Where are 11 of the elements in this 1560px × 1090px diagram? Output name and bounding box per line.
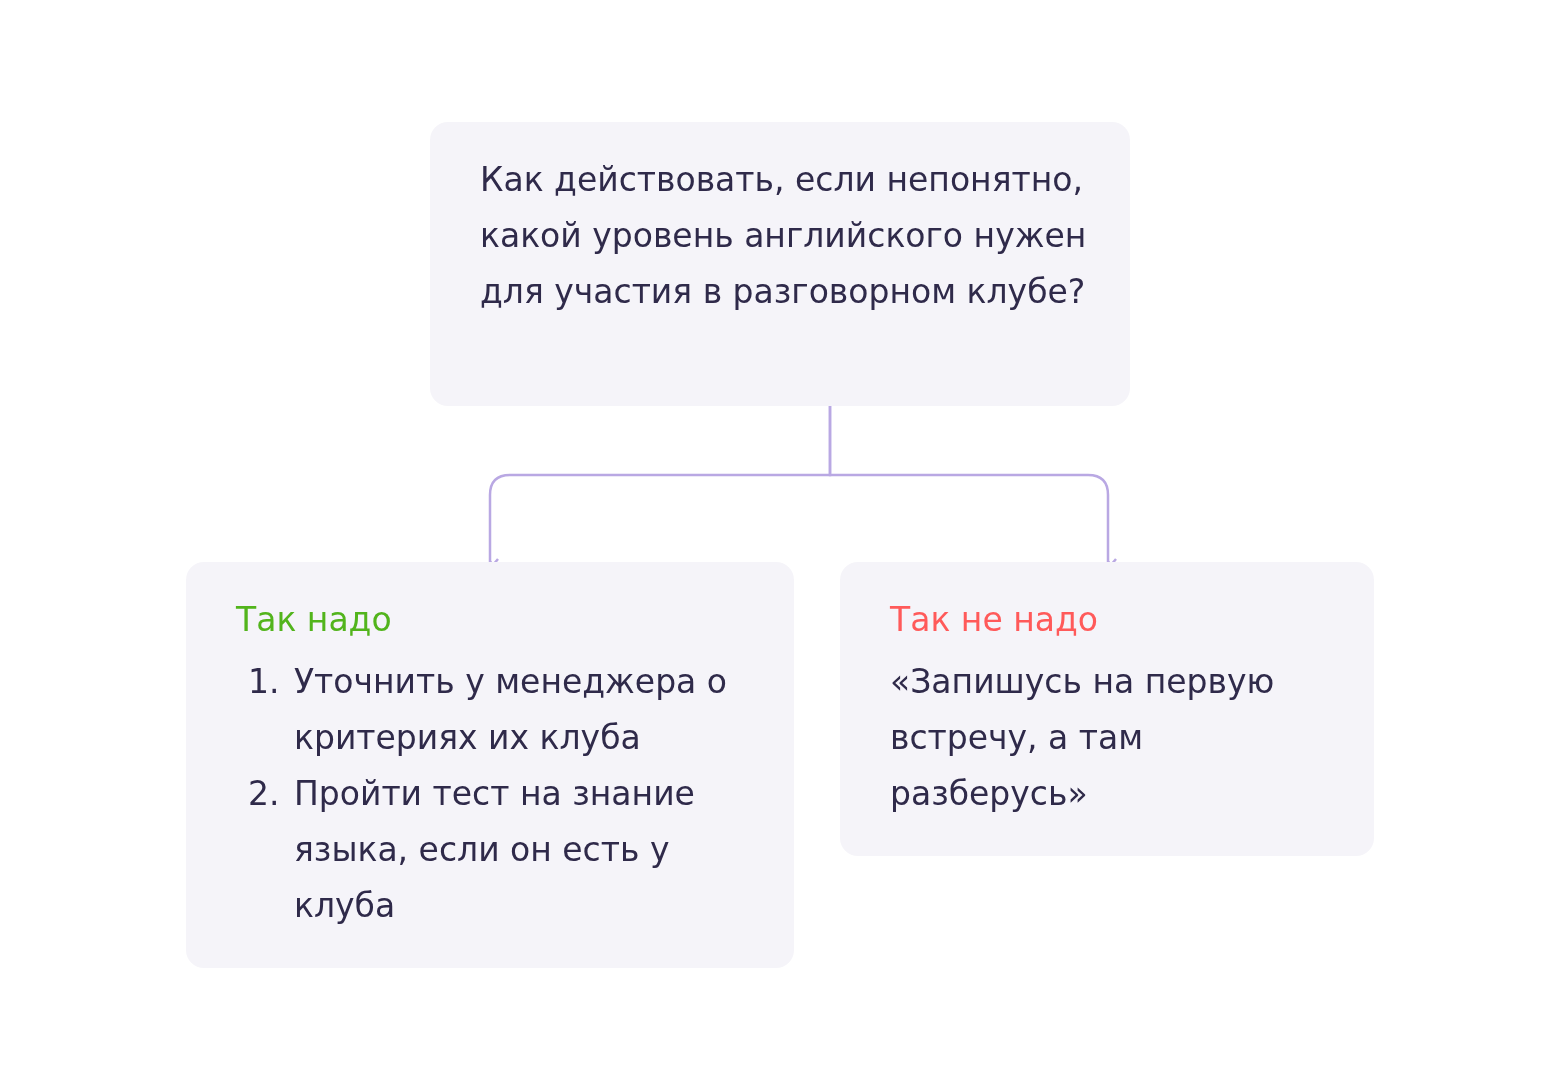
question-box: [430, 122, 1130, 406]
list-number: 2.: [248, 773, 281, 815]
list-number: 1.: [248, 661, 281, 703]
card-heading: Так надо: [236, 599, 393, 641]
list-item-text: Уточнить у менеджера о критериях их клуба: [294, 661, 728, 759]
card-heading: Так не надо: [890, 599, 1099, 641]
answer-card: [840, 562, 1374, 856]
question-text: Как действовать, если непонятно, какой уровень английского нужен для участия в разговорном клубе?: [480, 159, 1088, 313]
quote-text: «Запишусь на первую встречу, а там разберусь»: [890, 661, 1276, 815]
answer-card: [186, 562, 794, 968]
list-item-text: Пройти тест на знание языка, если он есть у клуба: [294, 773, 696, 927]
